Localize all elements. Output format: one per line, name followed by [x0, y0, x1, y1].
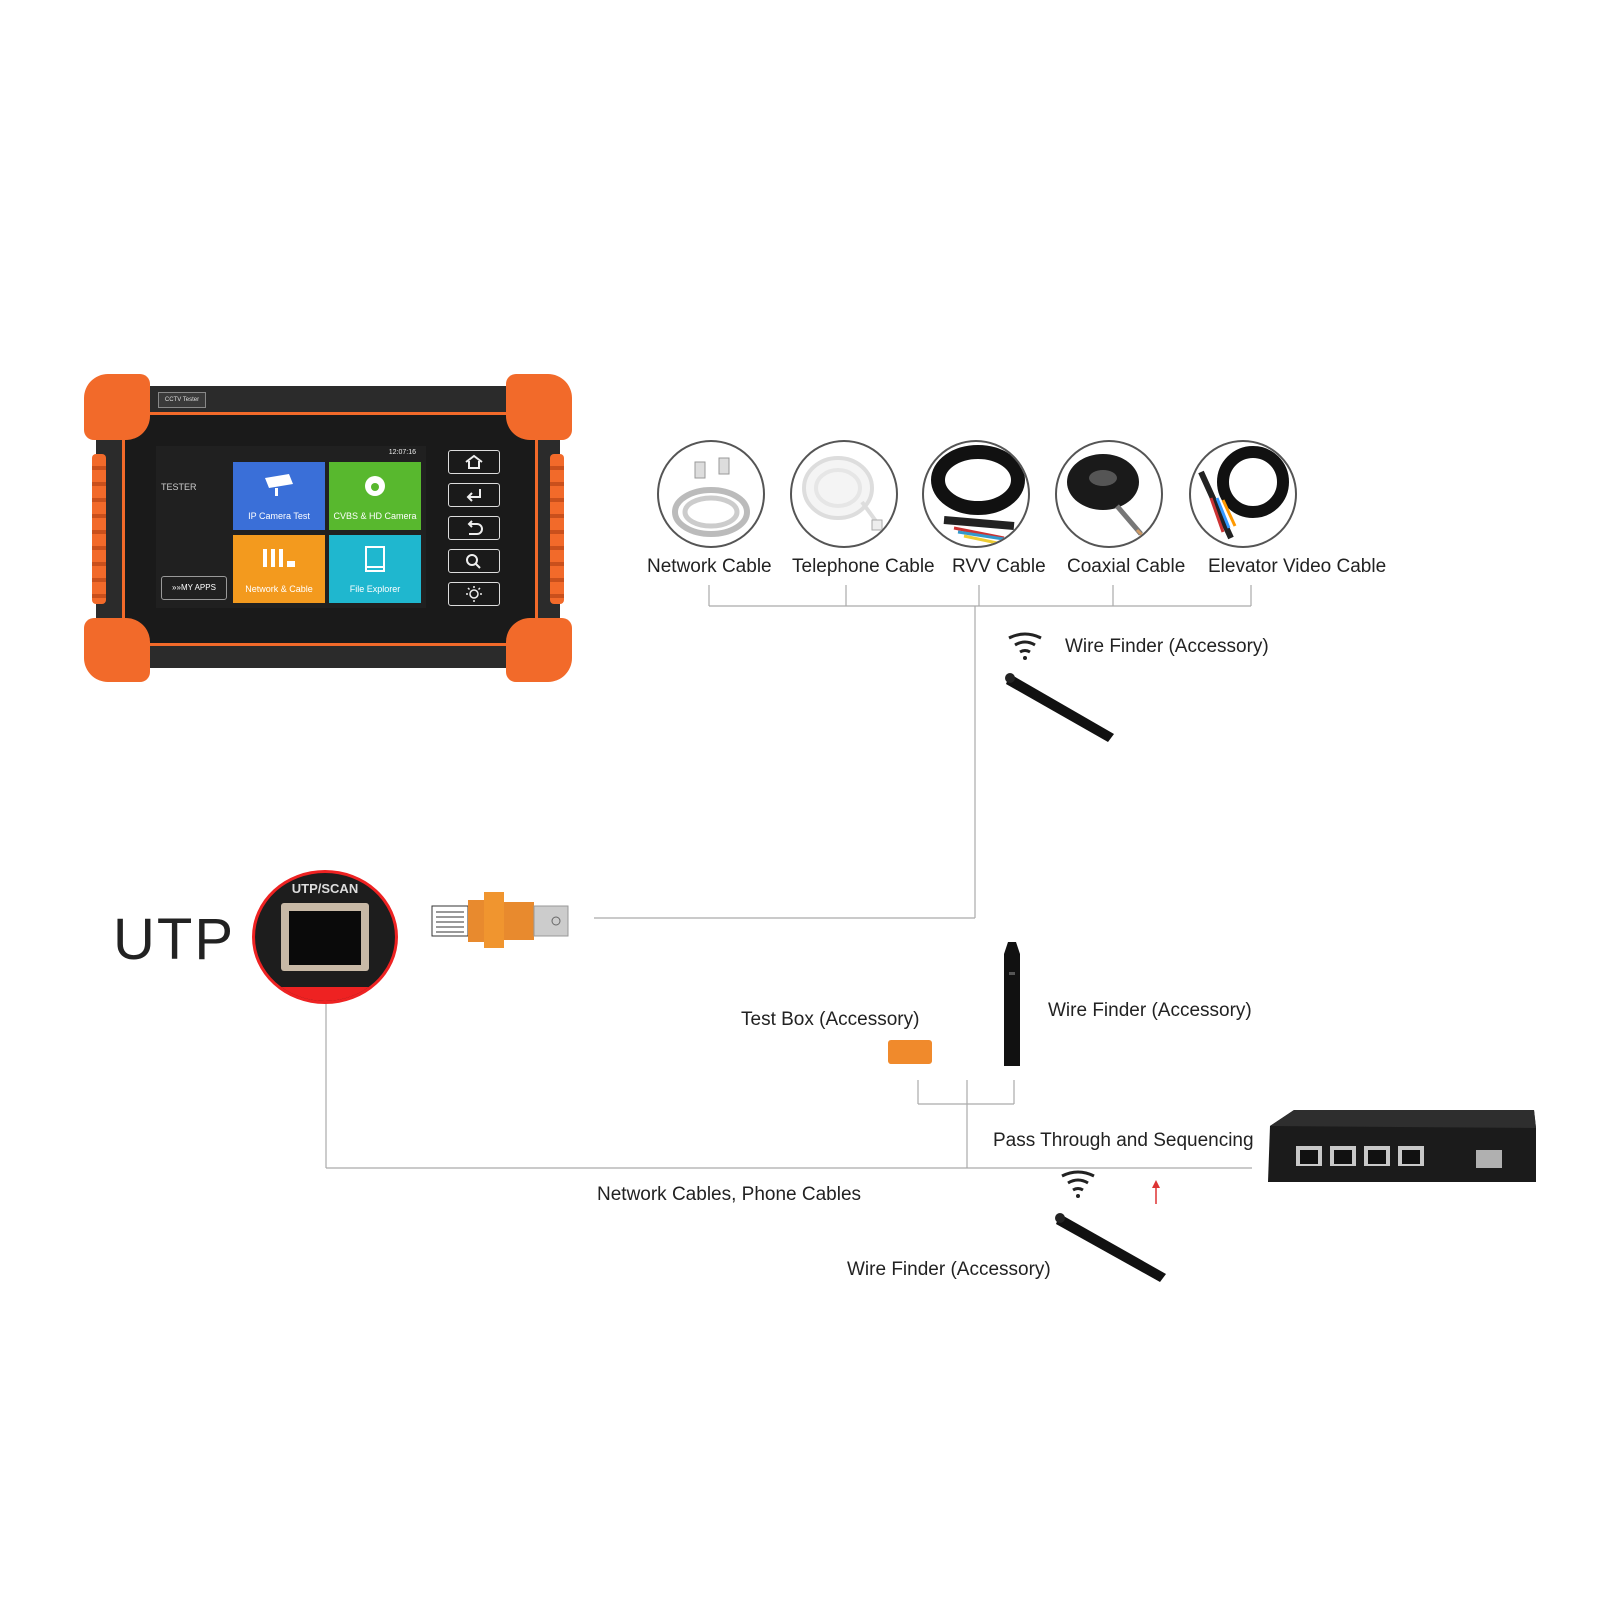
dome-camera-icon	[365, 476, 385, 496]
enter-button[interactable]	[448, 483, 500, 507]
wire-finder-probe-bottom	[1055, 1213, 1166, 1282]
tile-file-explorer[interactable]: File Explorer	[329, 535, 421, 603]
wire-finder-probe-mid	[1004, 942, 1020, 1066]
wire-finder-top-label: Wire Finder (Accessory)	[1065, 636, 1269, 657]
test-box-icon	[888, 1040, 932, 1064]
bumper-top-left	[84, 374, 150, 440]
cctv-tester-device: CCTV Tester TESTER 12:07:16 IP Camera Te…	[84, 374, 574, 684]
enter-icon	[466, 489, 481, 502]
screen-title: TESTER	[161, 482, 197, 492]
arrow-up-icon	[1152, 1180, 1160, 1204]
network-cable-icon	[657, 440, 765, 548]
cable-label-telephone: Telephone Cable	[792, 556, 935, 577]
wire-finder-bottom-label: Wire Finder (Accessory)	[847, 1259, 1051, 1280]
brand-label: CCTV Tester	[158, 392, 206, 408]
network-phone-label: Network Cables, Phone Cables	[597, 1184, 862, 1205]
pass-through-label: Pass Through and Sequencing	[993, 1130, 1254, 1151]
back-icon	[467, 520, 483, 535]
zoom-icon	[466, 554, 481, 569]
status-clock: 12:07:16	[388, 449, 416, 456]
rj45-port	[281, 903, 369, 971]
my-apps-button[interactable]: »»MY APPS	[161, 576, 227, 600]
home-button[interactable]	[448, 450, 500, 474]
camera-icon	[265, 474, 293, 496]
wifi-signal-icon-bottom	[1061, 1170, 1095, 1198]
tile-ip-camera-test[interactable]: IP Camera Test	[233, 462, 325, 530]
bumper-bottom-right	[506, 618, 572, 682]
cable-icon	[263, 549, 295, 567]
cable-label-rvv: RVV Cable	[952, 556, 1046, 577]
bumper-top-right	[506, 374, 572, 440]
tile-network-cable[interactable]: Network & Cable	[233, 535, 325, 603]
coaxial-cable-icon	[1055, 440, 1163, 548]
tile-cvbs-hd-camera[interactable]: CVBS & HD Camera	[329, 462, 421, 530]
grip-right	[550, 454, 564, 604]
wire-finder-mid-label: Wire Finder (Accessory)	[1048, 1000, 1252, 1021]
utp-scan-port: UTP/SCAN	[252, 870, 398, 1004]
chevron-right-icon: »»	[172, 583, 181, 592]
back-button[interactable]	[448, 516, 500, 540]
cable-label-elevator: Elevator Video Cable	[1208, 556, 1387, 577]
brightness-button[interactable]	[448, 582, 500, 606]
zoom-button[interactable]	[448, 549, 500, 573]
port-label: UTP/SCAN	[291, 881, 359, 896]
network-switch-icon	[1268, 1110, 1536, 1182]
cable-label-network: Network Cable	[647, 556, 772, 577]
bumper-bottom-left	[84, 618, 150, 682]
brightness-icon	[466, 586, 482, 602]
telephone-cable-icon	[790, 440, 898, 548]
tester-screen: TESTER 12:07:16 IP Camera Test CVBS & HD…	[156, 446, 426, 608]
elevator-cable-icon	[1189, 440, 1297, 548]
wifi-signal-icon	[1008, 632, 1042, 660]
folder-icon	[365, 546, 385, 572]
home-icon	[465, 454, 483, 469]
utp-big-label: UTP	[113, 907, 235, 972]
cable-label-coaxial: Coaxial Cable	[1067, 556, 1186, 577]
grip-left	[92, 454, 106, 604]
bnc-adapter-icon	[431, 892, 569, 948]
test-box-label: Test Box (Accessory)	[741, 1009, 920, 1030]
wire-finder-probe-top	[1005, 673, 1114, 742]
rvv-cable-icon	[922, 440, 1030, 548]
